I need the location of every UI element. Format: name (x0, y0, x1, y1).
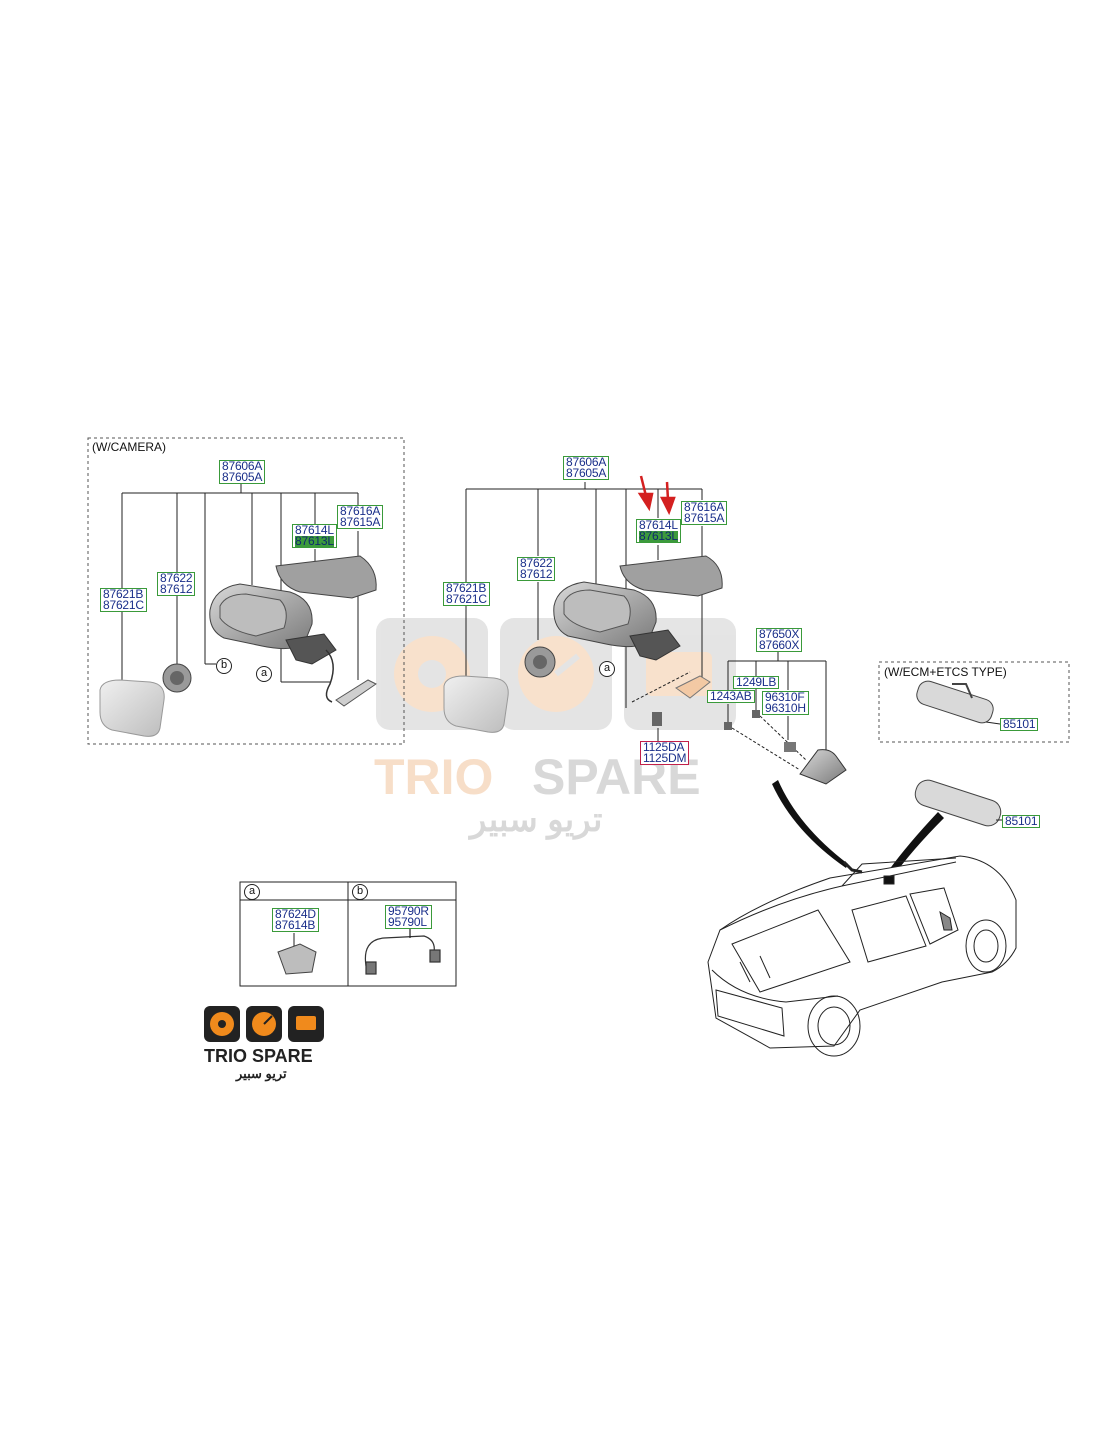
antenna-leader-lines (727, 652, 827, 771)
antenna-label-ab: 1243AB (707, 690, 755, 703)
watermark-icons (376, 618, 736, 730)
left-mirror-assembly-icon (209, 583, 377, 707)
left-actuator-icon (162, 663, 192, 693)
harness-icon (364, 928, 441, 975)
inside-mirror-label-car: 85101 (1002, 815, 1041, 828)
center-dash-line (631, 671, 691, 703)
red-arrow-icons (637, 475, 676, 516)
left-cover-icon (275, 555, 377, 599)
center-actuator-icon (524, 646, 556, 678)
watermark-brand-left: TRIO (374, 749, 494, 805)
logo-arabic: تريو سبير (236, 1066, 287, 1081)
ecm-group-frame (878, 661, 1070, 743)
logo-brand: TRIO SPARE (204, 1046, 313, 1066)
inside-mirror-car-icon (914, 779, 1002, 827)
left-mirror-glass-icon (99, 679, 165, 737)
center-turn-signal-icon (652, 675, 711, 726)
inside-mirror-boxed-icon (916, 680, 1001, 725)
watermark-arabic: تريو سبير (470, 801, 603, 839)
table-callout-b: b (352, 884, 368, 900)
left-callout-a: a (256, 666, 272, 682)
antenna-label-lb: 1249LB (733, 676, 780, 689)
center-mirror-assembly-icon (553, 581, 681, 661)
center-mirror-glass-icon (443, 675, 509, 733)
antenna-icon (724, 710, 847, 785)
table-callout-a: a (244, 884, 260, 900)
camera-unit-icon (277, 933, 317, 975)
detail-table (239, 881, 457, 987)
center-callout-a: a (599, 661, 615, 677)
left-callout-b: b (216, 658, 232, 674)
ecm-note: (W/ECM+ETCS TYPE) (884, 665, 1007, 679)
antenna-pointer (772, 780, 848, 868)
inside-mirror-label-boxed: 85101 (1000, 718, 1039, 731)
logo-icons (204, 1006, 324, 1042)
camera-group-frame (87, 437, 405, 745)
suv-icon (707, 855, 1017, 1057)
camera-note: (W/CAMERA) (92, 440, 166, 454)
center-cover-icon (619, 555, 723, 597)
